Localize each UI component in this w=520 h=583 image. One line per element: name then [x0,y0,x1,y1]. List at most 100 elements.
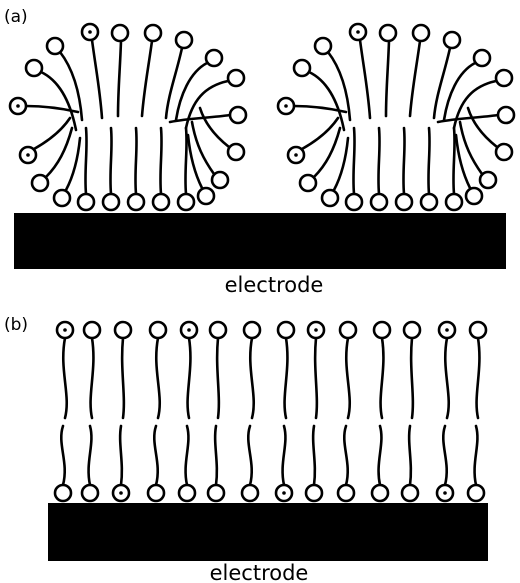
lower-leaflet-molecule [402,426,418,501]
surfactant-tail [188,338,191,418]
surfactant-tail [200,108,229,147]
head-dot [443,491,447,495]
surfactant-tail [142,41,152,116]
head-dot [63,328,67,332]
surfactant-tail [438,115,498,122]
panel-b-electrode-caption: electrode [210,561,309,583]
surfactant-head [32,175,48,191]
surfactant-head [322,190,338,206]
surfactant-head [468,485,484,501]
surfactant-head [306,485,322,501]
surfactant-head [346,194,362,210]
surfactant-head [470,322,486,338]
surfactant-head [228,144,244,160]
surfactant-head [153,194,169,210]
lower-leaflet-molecule [148,426,164,501]
surfactant-head [340,322,356,338]
surfactant-head [374,322,390,338]
surfactant-head [413,25,429,41]
surfactant-head [242,485,258,501]
head-dot [314,328,318,332]
surfactant-tail [92,40,102,118]
surfactant-tail [353,128,354,194]
surfactant-head [244,322,260,338]
upper-leaflet-molecule [278,322,294,418]
lower-leaflet-molecule [372,426,388,501]
surfactant-tail [186,426,189,485]
aggregate-left-outer-molecule [54,138,80,206]
surfactant-tail [381,338,384,418]
panel-b-surfactant-bilayer [55,322,486,501]
surfactant-tail [154,426,157,485]
upper-leaflet-molecule [374,322,390,418]
surfactant-tail [185,128,186,194]
surfactant-head [315,38,331,54]
surfactant-head [446,194,462,210]
lower-leaflet-molecule [179,426,195,501]
surfactant-tail [156,338,159,418]
aggregate-left-outer-molecule [142,25,161,116]
upper-leaflet-molecule [439,322,455,418]
surfactant-head [474,50,490,66]
surfactant-tail [122,338,124,418]
surfactant-head [176,32,192,48]
surfactant-head [338,485,354,501]
surfactant-tail [386,41,389,116]
surfactant-tail [410,41,420,116]
surfactant-head [371,194,387,210]
panel-b-electrode [48,503,488,561]
upper-leaflet-molecule [57,322,73,418]
head-dot [26,153,30,157]
upper-leaflet-molecule [84,322,100,418]
surfactant-head [198,188,214,204]
surfactant-tail [314,128,340,177]
head-dot [88,30,92,34]
surfactant-head [444,32,460,48]
lower-leaflet-molecule [208,426,224,501]
surfactant-tail [217,338,219,418]
surfactant-head [206,50,222,66]
aggregate-left-outer-molecule [82,24,102,118]
surfactant-head [210,322,226,338]
surfactant-head [421,194,437,210]
head-dot [187,328,191,332]
panel-a-electrode-caption: electrode [225,273,324,297]
surfactant-tail [334,138,348,190]
surfactant-tail [41,72,76,130]
surfactant-head [128,194,144,210]
head-dot [294,153,298,157]
surfactant-head [230,107,246,123]
surfactant-head [372,485,388,501]
head-dot [356,30,360,34]
surfactant-head [179,485,195,501]
lower-leaflet-molecule [113,426,129,501]
aggregate-right-outer-molecule [410,25,429,116]
lower-leaflet-molecule [437,426,453,501]
surfactant-tail [85,128,86,194]
surfactant-head [228,70,244,86]
surfactant-head [380,25,396,41]
surfactant-tail [160,128,161,194]
surfactant-tail [188,135,202,188]
upper-leaflet-molecule [244,322,260,418]
surfactant-head [78,194,94,210]
surfactant-head [496,144,512,160]
surfactant-tail [475,426,478,485]
upper-leaflet-molecule [210,322,226,418]
aggregate-right-bottom-molecule [396,128,412,210]
surfactant-head [300,175,316,191]
lower-leaflet-molecule [338,426,354,501]
surfactant-tail [315,338,317,418]
surfactant-head [84,322,100,338]
surfactant-tail [378,128,379,194]
aggregate-right-bottom-molecule [421,128,437,210]
surfactant-tail [309,72,344,130]
panel-a-electrode [14,213,506,269]
surfactant-tail [46,128,72,177]
surfactant-head [150,322,166,338]
surfactant-tail [456,135,470,188]
surfactant-tail [248,426,251,485]
lower-leaflet-molecule [468,426,484,501]
